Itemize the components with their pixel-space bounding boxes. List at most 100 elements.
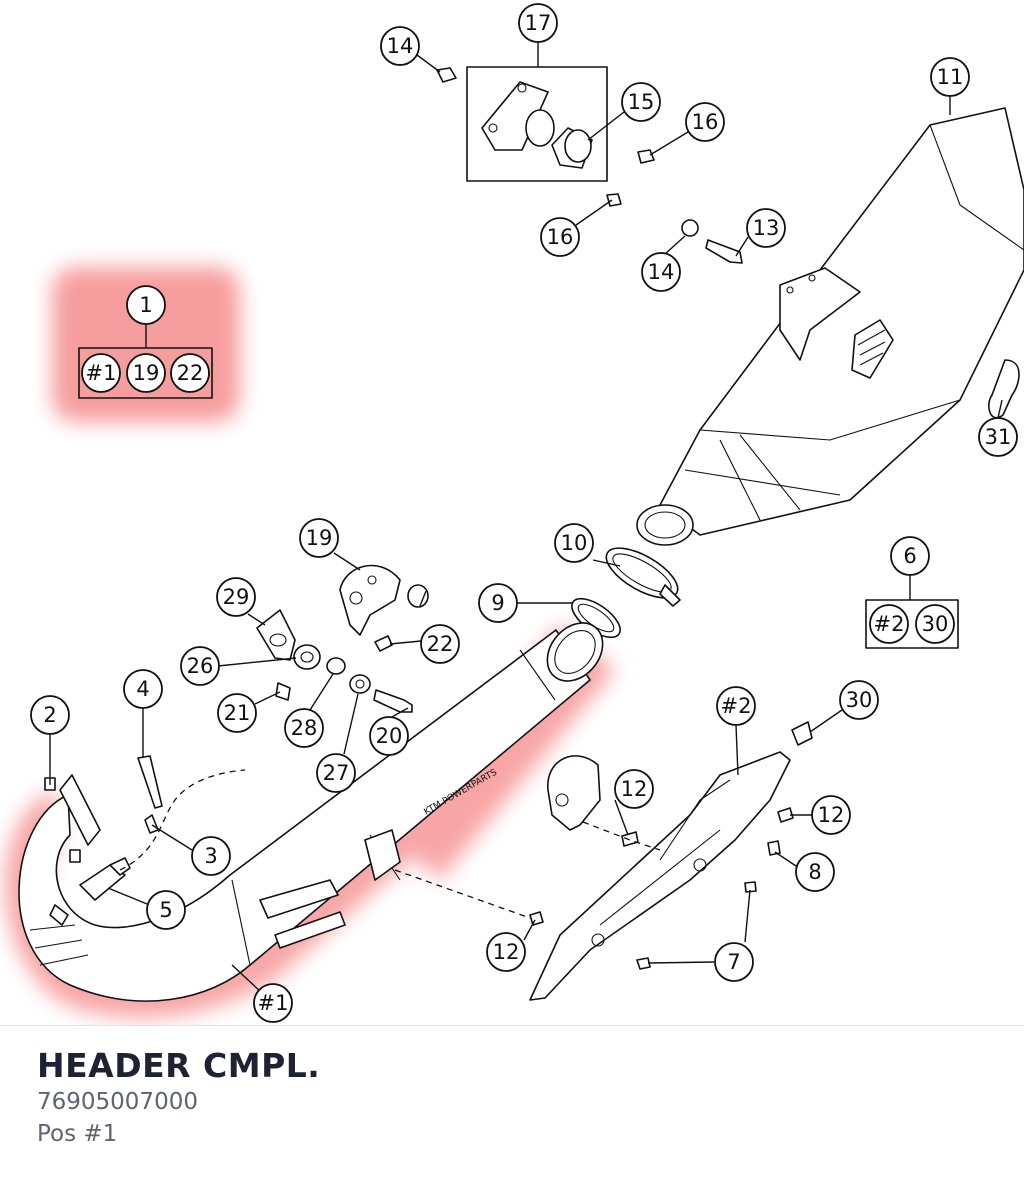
svg-text:28: 28 <box>291 716 318 740</box>
callout-12-b[interactable]: 12 <box>811 795 851 835</box>
callout-h2[interactable]: #2 <box>716 686 756 726</box>
svg-text:21: 21 <box>224 701 251 725</box>
callout-16-right[interactable]: 16 <box>685 102 725 142</box>
callout-30[interactable]: 30 <box>839 680 879 720</box>
header-pipe: KTM POWERPARTS <box>18 622 604 1002</box>
callout-22[interactable]: 22 <box>420 624 460 664</box>
svg-text:27: 27 <box>323 761 350 785</box>
svg-text:13: 13 <box>753 216 780 240</box>
kit-1-item-19[interactable]: 19 <box>126 353 166 393</box>
kit-1-item-h1[interactable]: #1 <box>81 353 121 393</box>
callout-12-c[interactable]: 12 <box>486 932 526 972</box>
callout-20[interactable]: 20 <box>369 716 409 756</box>
callout-26[interactable]: 26 <box>180 646 220 686</box>
callout-9[interactable]: 9 <box>478 583 518 623</box>
svg-text:16: 16 <box>547 225 574 249</box>
svg-text:31: 31 <box>985 425 1012 449</box>
callout-11[interactable]: 11 <box>930 57 970 97</box>
part-info-panel: HEADER CMPL. 76905007000 Pos #1 <box>0 1025 1024 1178</box>
flange-part <box>481 81 555 151</box>
clip-22 <box>374 635 393 652</box>
kit-1-item-22[interactable]: 22 <box>170 353 210 393</box>
svg-text:12: 12 <box>818 803 845 827</box>
svg-text:8: 8 <box>808 860 821 884</box>
bolt-13 <box>705 239 743 264</box>
callout-15[interactable]: 15 <box>621 82 661 122</box>
bush-14-top <box>436 67 457 83</box>
callout-14-top[interactable]: 14 <box>380 26 420 66</box>
callout-4[interactable]: 4 <box>123 669 163 709</box>
svg-text:12: 12 <box>621 777 648 801</box>
leader-lines <box>49 42 1003 994</box>
callout-12-a[interactable]: 12 <box>614 769 654 809</box>
callout-28[interactable]: 28 <box>284 708 324 748</box>
kit-17-box <box>466 66 608 182</box>
svg-text:7: 7 <box>727 950 740 974</box>
callout-14-lower[interactable]: 14 <box>641 252 681 292</box>
holder-29 <box>256 609 296 661</box>
strap-31 <box>988 359 1020 419</box>
kit-6-item-h2[interactable]: #2 <box>869 604 909 644</box>
svg-text:1: 1 <box>139 293 152 317</box>
bolt-20 <box>373 689 413 713</box>
callout-21[interactable]: 21 <box>217 693 257 733</box>
callout-2[interactable]: 2 <box>30 695 70 735</box>
callout-3[interactable]: 3 <box>191 836 231 876</box>
washer-26 <box>293 644 321 670</box>
svg-text:#1: #1 <box>258 991 289 1015</box>
callout-16-left[interactable]: 16 <box>540 217 580 257</box>
callout-13[interactable]: 13 <box>746 208 786 248</box>
washer-27 <box>349 674 371 694</box>
callout-17[interactable]: 17 <box>518 3 558 43</box>
sensor-part <box>79 857 131 901</box>
exploded-parts-diagram: KTM POWERPARTS <box>4 3 1024 1023</box>
svg-text:17: 17 <box>525 11 552 35</box>
part-number: 76905007000 <box>37 1089 198 1115</box>
callout-7[interactable]: 7 <box>714 942 754 982</box>
svg-text:6: 6 <box>903 544 916 568</box>
screw-21 <box>275 682 291 701</box>
clip-part <box>144 814 159 834</box>
svg-text:29: 29 <box>223 585 250 609</box>
svg-text:10: 10 <box>561 531 588 555</box>
svg-text:20: 20 <box>376 724 403 748</box>
kit-6-item-30[interactable]: 30 <box>915 604 955 644</box>
nut-16-left <box>606 193 622 207</box>
svg-text:19: 19 <box>133 361 160 385</box>
svg-text:4: 4 <box>136 677 149 701</box>
screw-7-b <box>636 957 651 970</box>
callout-31[interactable]: 31 <box>978 417 1018 457</box>
callout-29[interactable]: 29 <box>216 577 256 617</box>
svg-text:#2: #2 <box>721 694 752 718</box>
svg-text:26: 26 <box>187 654 214 678</box>
callout-h1[interactable]: #1 <box>253 983 293 1023</box>
callout-5[interactable]: 5 <box>146 890 186 930</box>
svg-text:2: 2 <box>43 703 56 727</box>
strap-part <box>137 755 163 809</box>
svg-text:30: 30 <box>922 612 949 636</box>
part-position: Pos #1 <box>37 1121 118 1147</box>
callout-27[interactable]: 27 <box>316 753 356 793</box>
svg-text:9: 9 <box>491 591 504 615</box>
bush-14-lower <box>681 219 699 237</box>
clip-12-a <box>621 831 639 847</box>
sleeve-part <box>551 127 593 169</box>
svg-text:14: 14 <box>387 34 414 58</box>
cover-part <box>547 755 601 831</box>
svg-text:12: 12 <box>493 940 520 964</box>
callout-19[interactable]: 19 <box>299 518 339 558</box>
svg-text:14: 14 <box>648 260 675 284</box>
bracket-19 <box>339 564 401 636</box>
svg-text:#1: #1 <box>86 361 117 385</box>
callout-6[interactable]: 6 <box>890 536 930 576</box>
part-title: HEADER CMPL. <box>37 1046 321 1085</box>
kit-1-box <box>78 347 213 399</box>
callout-1[interactable]: 1 <box>126 285 166 325</box>
screw-7-a <box>744 881 757 893</box>
svg-text:3: 3 <box>204 844 217 868</box>
callout-8[interactable]: 8 <box>795 852 835 892</box>
svg-text:15: 15 <box>628 90 655 114</box>
svg-text:19: 19 <box>306 526 333 550</box>
callout-10[interactable]: 10 <box>554 523 594 563</box>
clip-12-b <box>777 807 794 823</box>
